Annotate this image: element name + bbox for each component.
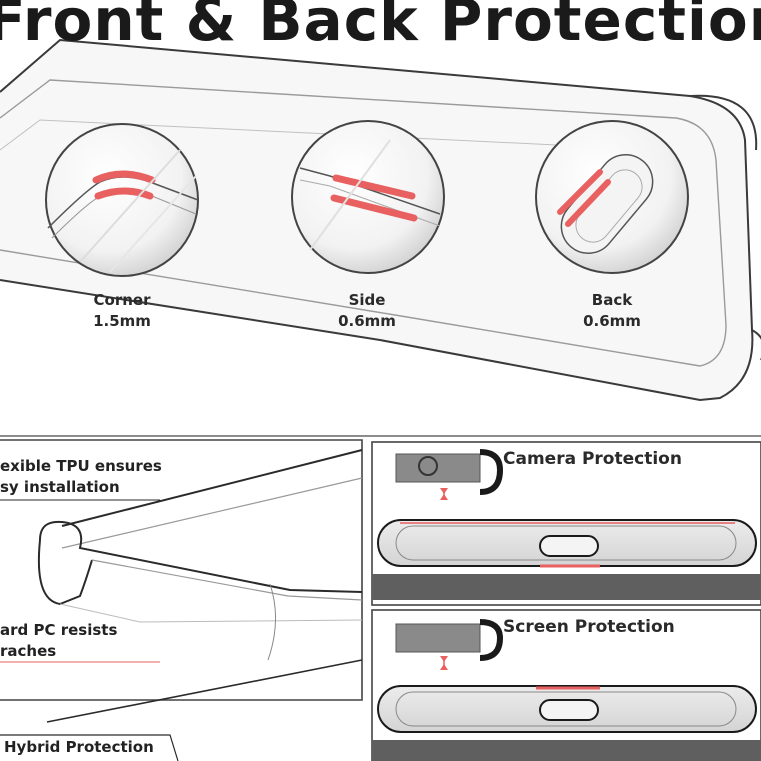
pc-line-1: ard PC resists [0, 621, 118, 639]
pc-line-2: raches [0, 642, 57, 660]
tpu-line-1: exible TPU ensures [0, 457, 162, 475]
left-panel-drawing [0, 439, 363, 761]
camera-panel-drawing [372, 449, 761, 600]
zoom-side-name: Side [348, 291, 386, 309]
zoom-side-label: Side 0.6mm [307, 290, 427, 332]
zoom-back-name: Back [591, 291, 633, 309]
zoom-back-thickness: 0.6mm [583, 312, 641, 330]
tpu-callout: exible TPU ensures sy installation [0, 456, 162, 498]
camera-protection-title: Camera Protection [503, 449, 682, 469]
zoom-corner-label: Corner 1.5mm [62, 290, 182, 332]
zoom-back [535, 120, 689, 274]
zoom-corner-thickness: 1.5mm [93, 312, 151, 330]
right-panels-frame [371, 441, 761, 761]
pc-callout: ard PC resists raches [0, 620, 117, 662]
hybrid-label: Hybrid Protection [4, 738, 154, 756]
zoom-corner [45, 123, 199, 277]
zoom-side-thickness: 0.6mm [338, 312, 396, 330]
screen-protection-title: Screen Protection [503, 617, 675, 637]
zoom-back-label: Back 0.6mm [552, 290, 672, 332]
zoom-side [291, 120, 445, 274]
screen-panel-drawing [372, 619, 761, 761]
page-title: Front & Back Protection [0, 0, 761, 54]
tpu-line-2: sy installation [0, 478, 120, 496]
zoom-corner-name: Corner [93, 291, 151, 309]
